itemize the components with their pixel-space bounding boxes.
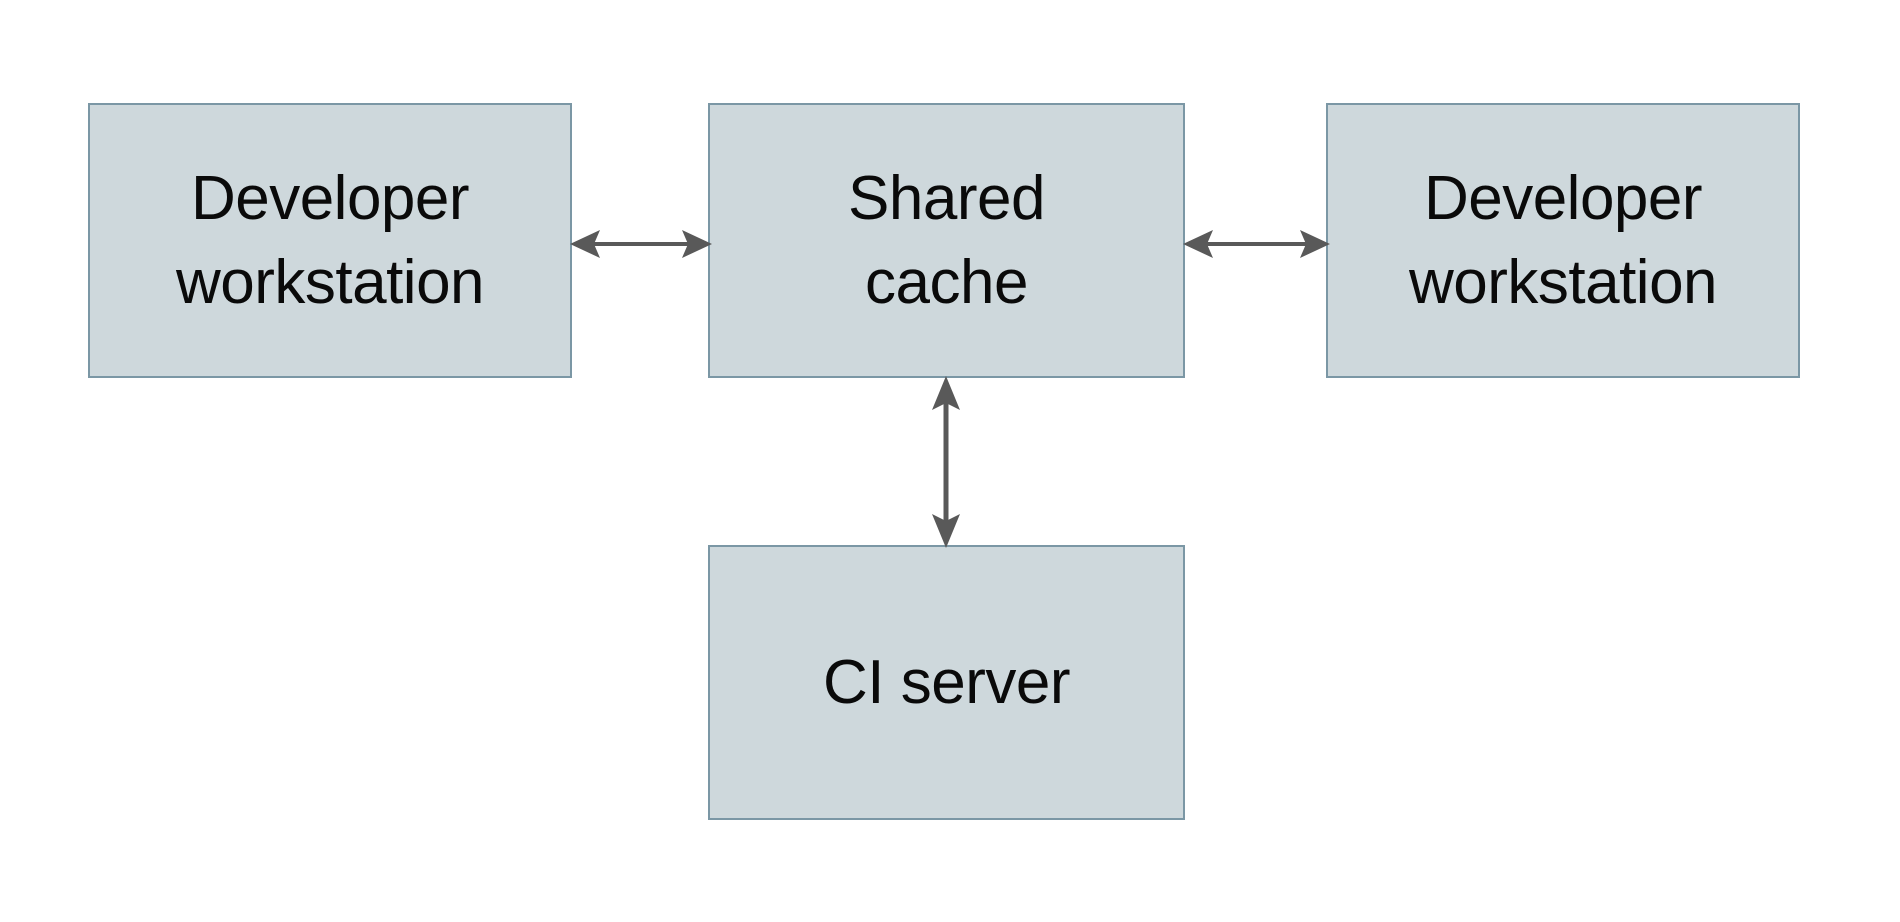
double-arrow-horizontal-icon xyxy=(1183,230,1330,258)
double-arrow-horizontal-icon xyxy=(570,230,712,258)
edge-shared-cache-to-ci-server xyxy=(923,376,969,548)
edge-shared-cache-to-dev-right xyxy=(1183,221,1330,267)
double-arrow-vertical-icon xyxy=(932,376,960,548)
node-developer-workstation-right[interactable]: Developer workstation xyxy=(1326,103,1800,378)
node-shared-cache[interactable]: Shared cache xyxy=(708,103,1185,378)
node-developer-workstation-left[interactable]: Developer workstation xyxy=(88,103,572,378)
node-ci-server[interactable]: CI server xyxy=(708,545,1185,820)
edge-dev-left-to-shared-cache xyxy=(570,221,712,267)
node-label-developer-workstation-left: Developer workstation xyxy=(175,164,485,317)
node-label-shared-cache: Shared cache xyxy=(848,164,1045,317)
node-label-developer-workstation-right: Developer workstation xyxy=(1408,164,1718,317)
node-label-ci-server: CI server xyxy=(823,647,1070,717)
